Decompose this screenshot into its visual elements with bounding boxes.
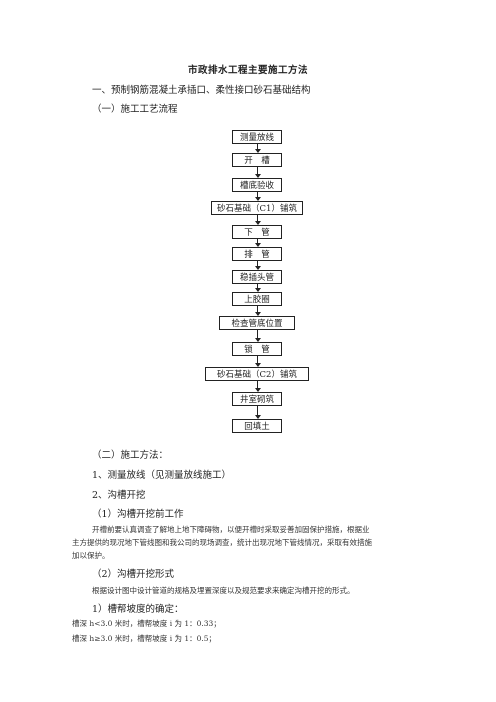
flow-arrow-11 [254,381,261,392]
paragraph-1-line-3: 加以保护。 [72,551,110,560]
flow-step-8: 上胶圈 [232,292,282,306]
section-1-2-heading: （二）施工方法： [92,450,169,461]
flow-arrow-6 [254,261,261,270]
flow-step-9: 检查管底位置 [219,316,295,330]
paragraph-2: 根据设计图中设计管道的规格及埋置深度以及规范要求来确定沟槽开挖的形式。 [92,586,355,595]
flow-step-7: 稳插头管 [232,270,282,284]
flow-arrow-7 [254,284,261,292]
flow-arrow-3 [254,192,261,201]
flow-step-10: 锁 管 [232,342,282,356]
flow-arrow-4 [254,215,261,225]
slope-rule-1: 槽深 h<3.0 米时，槽帮坡度 i 为 1：0.33； [72,619,221,628]
subheading-2: （2）沟槽开挖形式 [92,569,175,580]
paragraph-1-line-1: 开槽前要认真调查了解地上地下障碍物，以便开槽时采取妥善加固保护措施，根据业 [92,525,370,534]
slope-rule-2: 槽深 h≥3.0 米时，槽帮坡度 i 为 1：0.5； [72,634,217,643]
flow-arrow-1 [254,144,261,153]
section-1-1-heading: （一）施工工艺流程 [92,104,178,115]
paragraph-1-line-2: 主方提供的现况地下管线图和我公司的现场调查，统计出现况地下管线情况，采取有效措施 [72,538,372,547]
subheading-1: （1）沟槽开挖前工作 [92,509,184,520]
item-1-survey: 1、测量放线（见测量放线施工） [92,470,232,481]
subheading-3: 1）槽帮坡度的确定： [92,604,184,615]
flow-step-1: 测量放线 [232,130,282,144]
flow-step-13: 回填土 [232,419,282,433]
flow-step-2: 开 槽 [232,153,282,167]
section-1-heading: 一、预制钢筋混凝土承插口、柔性接口砂石基础结构 [92,85,311,96]
flow-arrow-10 [254,356,261,367]
item-2-trench: 2、沟槽开挖 [92,490,146,501]
flow-step-11: 砂石基础（C2）铺筑 [205,367,309,381]
flow-step-4: 砂石基础（C1）铺筑 [211,201,303,215]
flow-step-5: 下 管 [232,225,282,239]
document-title: 市政排水工程主要施工方法 [187,65,308,76]
flow-step-6: 排 管 [232,247,282,261]
flow-step-3: 槽底验收 [232,178,282,192]
flow-arrow-9 [254,330,261,342]
flow-arrow-8 [254,306,261,316]
flow-arrow-12 [254,406,261,419]
flow-step-12: 井室砌筑 [232,392,282,406]
flow-arrow-2 [254,167,261,178]
flow-arrow-5 [254,239,261,247]
